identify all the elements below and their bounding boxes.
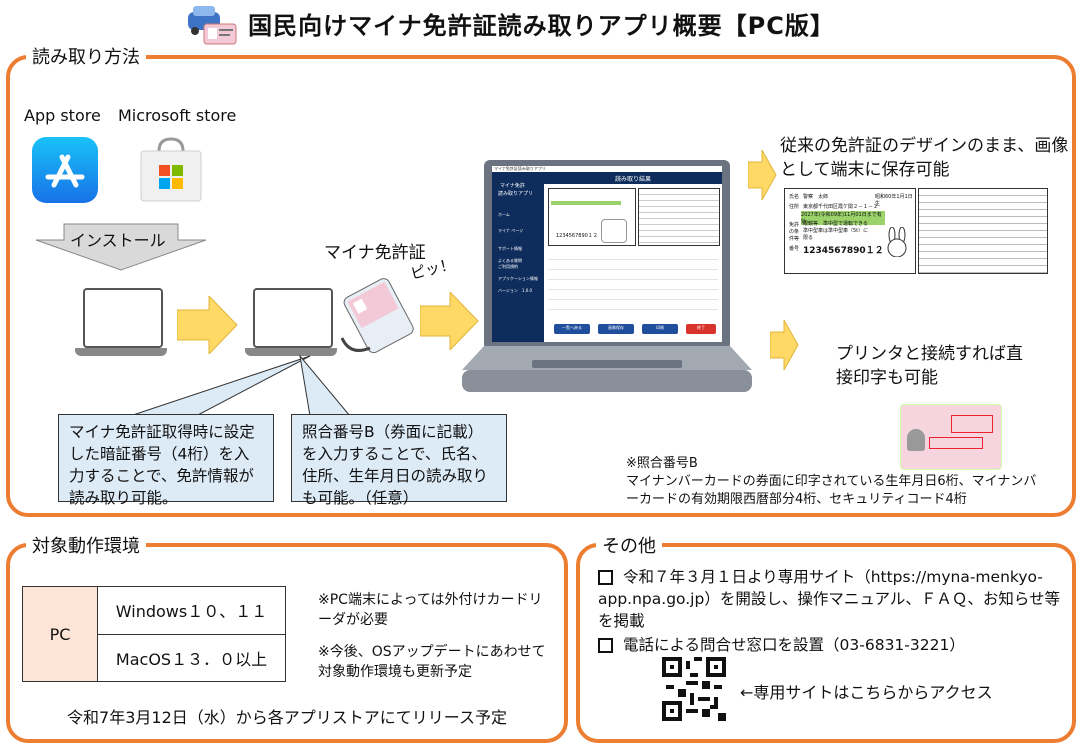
page-title: 国民向けマイナ免許証読み取りアプリ概要【PC版】 (248, 12, 835, 40)
flow-arrow (177, 296, 238, 354)
saved-conditions-value: 眼鏡等 準中型で運転できる準中型車は準中型車（5t）に限る (803, 221, 869, 241)
saved-number-label: 番号 (789, 246, 800, 252)
rabbit-mascot-icon (883, 226, 911, 258)
header-car-card-icon (186, 4, 238, 46)
env-note-update: ※今後、OSアップデートにあわせて対象動作環境も更新予定 (318, 644, 546, 680)
app-laptop: マイナ免許証読み取りアプリ マイナ免許 読み取りアプリ ホーム マイナ ページ … (462, 160, 752, 405)
saved-address-value: 東京都千代田区霞ケ関２－１－２ (803, 204, 879, 210)
qr-note: ←専用サイトはこちらからアクセス (740, 683, 993, 702)
app-menu-support[interactable]: サポート情報 (498, 246, 522, 251)
env-os-windows: Windows１０、１１ (97, 586, 286, 635)
env-release: 令和7年3月12日（水）から各アプリストアにてリリース予定 (67, 708, 507, 727)
saved-birth: 昭和60年1月1日生 (875, 194, 913, 207)
method-panel (6, 55, 1076, 517)
app-license-number: 1234567890１２ (556, 233, 598, 239)
other-panel (576, 543, 1076, 743)
mynumber-card-image (900, 404, 1002, 470)
app-back-button-label: 一覧へ戻る (562, 325, 582, 330)
note-pin-box: マイナ免許証取得時に設定した暗証番号（4桁）を入力することで、免許情報が読み取り… (58, 414, 274, 507)
app-sidebar-title: 読み取りアプリ (498, 191, 534, 197)
microsoft-store-label: Microsoft store (118, 106, 237, 125)
flow-arrow (770, 320, 799, 370)
card-label: マイナ免許証 (324, 243, 426, 263)
saved-name-label: 氏名 (789, 194, 800, 200)
app-license-card (548, 188, 636, 246)
app-store-icon[interactable] (32, 137, 98, 203)
app-print-button[interactable] (642, 324, 678, 334)
saved-validity: 2027年(令和09年)11月01日まで有効 (801, 211, 885, 225)
app-screen: マイナ免許証読み取りアプリ マイナ免許 読み取りアプリ ホーム マイナ ページ … (492, 166, 722, 342)
app-print-button-label: 印刷 (656, 325, 664, 330)
other-item-1: 令和７年３月１日より専用サイト（https://myna-menkyo-app.… (598, 566, 1068, 632)
checkbox-icon (598, 570, 613, 585)
install-arrow (34, 222, 208, 272)
microsoft-store-icon[interactable] (135, 135, 207, 205)
app-menu-version: バージョン 1.0.0 (498, 288, 533, 293)
save-text: 従来の免許証のデザインのまま、画像として端末に保存可能 (780, 136, 1069, 180)
saved-number-value: 1234567890１２ (803, 246, 884, 256)
saved-license-back (918, 188, 1048, 274)
footnote-body: マイナンバーカードの券面に印字されている生年月日6桁、マイナンバーカードの有効期… (626, 474, 1037, 507)
other-item-2: 電話による問合せ窓口を設置（03-6831-3221） (598, 634, 1068, 656)
other-panel-title: その他 (596, 532, 662, 558)
env-panel-title: 対象動作環境 (26, 532, 146, 558)
app-header-bar (544, 172, 722, 184)
env-pc-label: PC (22, 586, 98, 682)
env-os-mac: MacOS１３．０以上 (97, 633, 286, 682)
app-store-label: App store (24, 106, 101, 125)
app-back-button[interactable] (554, 324, 590, 334)
note-serial-box: 照合番号B（券面に記載）を入力することで、氏名、住所、生年月日の読み取りも可能。… (291, 414, 507, 507)
app-end-button-label: 終了 (697, 325, 705, 330)
laptop-icon (245, 288, 337, 358)
saved-name-value: 警察 太郎 (803, 194, 829, 200)
env-table: PC Windows１０、１１ MacOS１３．０以上 (22, 586, 286, 682)
callout-pointer (299, 354, 352, 417)
saved-conditions-label: 免許の条件等 (789, 222, 800, 242)
saved-address-label: 住所 (789, 204, 800, 210)
app-save-button[interactable] (598, 324, 634, 334)
app-menu-app[interactable]: アプリケーション情報 (498, 276, 538, 281)
card-reader-illustration (330, 268, 420, 358)
flow-arrow (420, 292, 479, 350)
app-window-title: マイナ免許証読み取りアプリ (494, 166, 546, 171)
other-item-2-text: 電話による問合せ窓口を設置（03-6831-3221） (623, 636, 965, 654)
env-panel (6, 543, 568, 743)
flow-arrow (748, 150, 777, 200)
app-header-title: 読み取り結果 (614, 176, 651, 183)
install-label: インストール (70, 231, 166, 250)
app-sidebar: マイナ免許 読み取りアプリ ホーム マイナ ページ サポート情報 よくある質問 … (492, 172, 544, 342)
app-end-button[interactable] (686, 324, 716, 334)
env-note-reader: ※PC端末によっては外付けカードリーダが必要 (318, 592, 543, 628)
app-menu-home[interactable]: ホーム (498, 212, 510, 217)
checkbox-icon (598, 638, 613, 653)
callout-pointer (129, 355, 311, 417)
app-menu-usage[interactable]: ご利用規約 (498, 264, 518, 269)
app-save-button-label: 画像保存 (608, 325, 624, 330)
app-sidebar-title: マイナ免許 (500, 183, 525, 189)
method-panel-title: 読み取り方法 (26, 43, 146, 69)
app-menu-faq[interactable]: よくある質問 (498, 258, 522, 263)
app-license-back (638, 188, 720, 246)
qr-code-icon[interactable] (662, 657, 726, 721)
laptop-icon (75, 288, 167, 358)
footnote-title: ※照合番号B (626, 456, 698, 471)
print-text: プリンタと接続すれば直接印字も可能 (836, 344, 1023, 388)
app-menu-my[interactable]: マイナ ページ (498, 228, 524, 233)
avatar (907, 429, 925, 451)
other-item-1-text: 令和７年３月１日より専用サイト（https://myna-menkyo-app.… (598, 568, 1061, 630)
saved-license-front: 氏名 警察 太郎 昭和60年1月1日生 住所 東京都千代田区霞ケ関２－１－２ 2… (784, 188, 916, 274)
